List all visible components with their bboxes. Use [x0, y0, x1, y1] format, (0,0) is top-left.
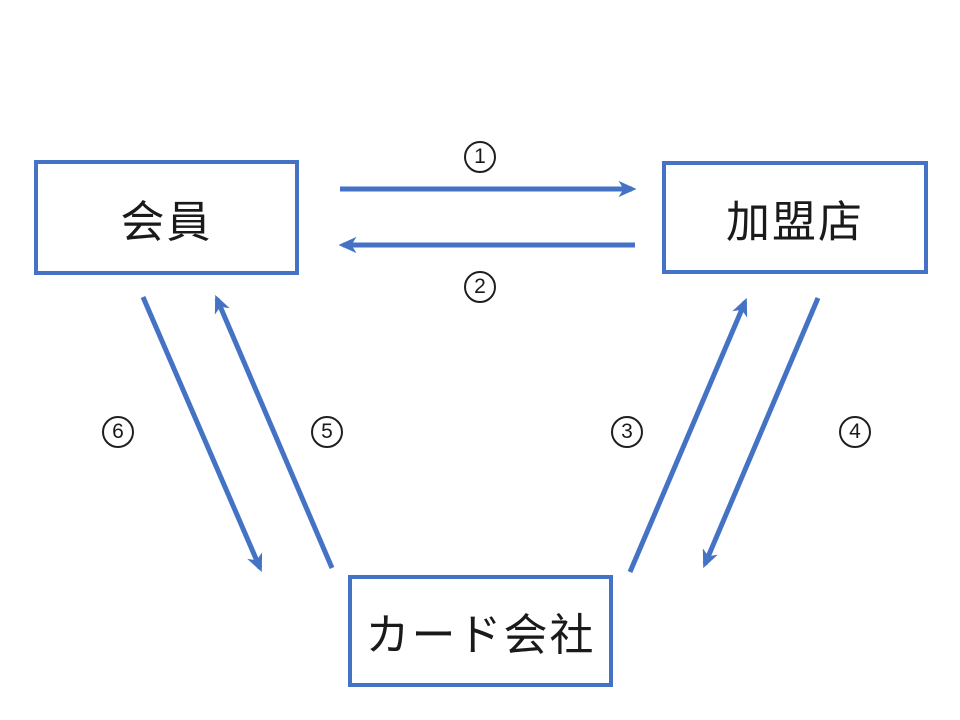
node-member: 会員: [34, 160, 299, 275]
node-card-company-label: カード会社: [365, 611, 596, 660]
node-merchant-label: 加盟店: [726, 197, 864, 247]
arrow-3-card-to-merchant: [627, 297, 748, 573]
arrow-5-number: 5: [311, 416, 343, 448]
arrow-5-card-to-member: [214, 294, 335, 569]
arrow-4-merchant-to-card: [702, 297, 821, 569]
node-merchant: 加盟店: [662, 161, 928, 274]
arrow-6-number: 6: [102, 416, 134, 448]
node-member-label: 会員: [120, 197, 213, 247]
arrow-6-member-to-card: [140, 296, 263, 573]
arrow-1-number: 1: [464, 141, 496, 173]
arrow-3-number: 3: [611, 416, 643, 448]
arrow-2-number: 2: [464, 271, 496, 303]
arrow-4-number: 4: [839, 416, 871, 448]
node-card-company: カード会社: [348, 575, 613, 687]
